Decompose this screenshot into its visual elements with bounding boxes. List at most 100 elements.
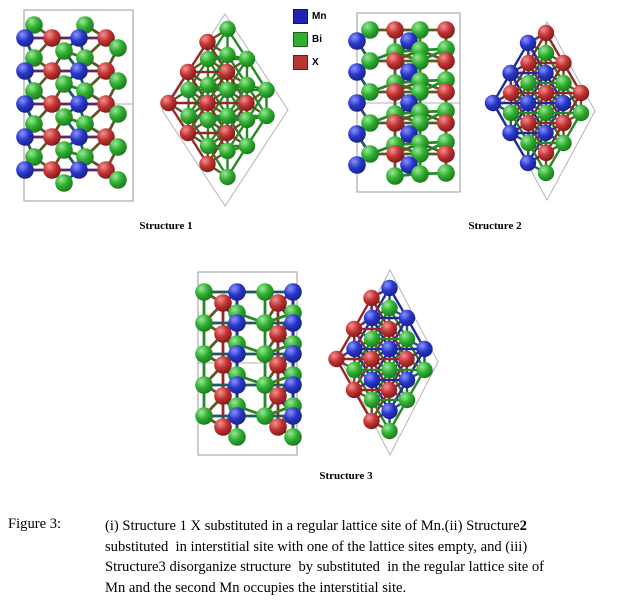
atom-R — [43, 161, 61, 179]
atom-B — [284, 283, 302, 301]
atom-R — [43, 95, 61, 113]
atom-R — [520, 54, 537, 72]
atom-G — [256, 283, 274, 301]
figure-caption: Figure 3: (i) Structure 1 X substituted … — [8, 516, 544, 598]
atom-G — [537, 104, 555, 122]
atom-G — [219, 168, 236, 186]
atom-B — [484, 94, 502, 112]
atom-G — [195, 376, 213, 394]
atom-G — [555, 134, 572, 152]
atom-G — [398, 330, 416, 348]
atom-B — [363, 371, 381, 389]
atom-R — [218, 63, 236, 81]
atom-R — [179, 124, 197, 142]
structure3-top-view — [328, 268, 439, 457]
atom-R — [160, 94, 177, 112]
atom-B — [70, 161, 88, 179]
atom-G — [361, 114, 379, 132]
atom-G — [25, 148, 43, 166]
atom-G — [25, 115, 43, 133]
atom-B — [519, 154, 537, 172]
atom-B — [70, 128, 88, 146]
legend-label-mn: Mn — [312, 10, 327, 22]
atom-G — [238, 111, 256, 129]
atom-R — [380, 320, 398, 338]
legend-label-x: X — [312, 56, 319, 68]
atom-G — [25, 82, 43, 100]
atom-R — [555, 114, 572, 132]
atom-R — [345, 320, 363, 338]
atom-G — [109, 171, 127, 189]
atom-R — [199, 155, 216, 173]
atom-G — [411, 165, 429, 183]
atom-G — [195, 345, 213, 363]
atom-G — [437, 164, 455, 182]
atom-R — [328, 350, 345, 368]
atom-B — [16, 62, 34, 80]
atom-G — [219, 46, 236, 64]
atom-G — [572, 104, 590, 122]
atom-R — [43, 62, 61, 80]
atom-G — [195, 407, 213, 425]
atom-R — [214, 418, 232, 436]
atom-R — [386, 52, 404, 70]
atom-G — [199, 76, 217, 94]
atom-B — [398, 309, 416, 327]
atom-G — [381, 422, 398, 440]
atom-G — [363, 391, 381, 409]
caption-label: Figure 3: — [8, 516, 62, 532]
atom-G — [361, 145, 379, 163]
bi-color-swatch — [293, 31, 308, 47]
atom-R — [199, 94, 216, 112]
atom-R — [437, 145, 455, 163]
atom-B — [70, 29, 88, 47]
figure-canvas-container — [16, 9, 596, 457]
atom-R — [437, 114, 455, 132]
atom-G — [256, 314, 274, 332]
caption-line: Structure3 disorganize structure by subs… — [105, 559, 545, 575]
atom-R — [386, 21, 404, 39]
atom-R — [345, 381, 363, 399]
atom-R — [537, 24, 555, 42]
atom-B — [16, 95, 34, 113]
atom-G — [219, 107, 236, 125]
atom-G — [238, 50, 256, 68]
atom-G — [199, 137, 217, 155]
atom-R — [97, 29, 115, 47]
atom-B — [348, 125, 366, 143]
atom-R — [269, 294, 287, 312]
atom-B — [70, 95, 88, 113]
caption-line: (i) Structure 1 X substituted in a regul… — [105, 518, 527, 534]
unit-cell-box — [197, 271, 298, 456]
atom-R — [555, 54, 572, 72]
atom-R — [537, 84, 555, 102]
atom-R — [218, 124, 236, 142]
atom-G — [55, 42, 73, 60]
atom-R — [199, 33, 216, 51]
atom-G — [537, 44, 555, 62]
atom-G — [381, 299, 398, 317]
atom-R — [214, 356, 232, 374]
atom-B — [381, 340, 398, 358]
atom-R — [502, 84, 520, 102]
x-color-swatch — [293, 54, 308, 70]
atom-R — [214, 325, 232, 343]
legend: Mn Bi X — [293, 8, 326, 77]
atom-B — [554, 94, 572, 112]
atom-R — [386, 145, 404, 163]
atom-B — [519, 94, 537, 112]
atom-R — [269, 325, 287, 343]
caption-text: (i) Structure 1 X substituted in a regul… — [105, 516, 544, 598]
atom-G — [381, 361, 398, 379]
atom-G — [219, 142, 236, 160]
atom-G — [361, 21, 379, 39]
atom-G — [411, 145, 429, 163]
atom-G — [416, 361, 433, 379]
atom-R — [437, 83, 455, 101]
structure1-side-view — [16, 9, 134, 202]
structure1-label: Structure 1 — [139, 220, 193, 232]
atom-R — [363, 350, 380, 368]
atom-R — [238, 94, 255, 112]
atom-G — [411, 114, 429, 132]
mn-color-swatch — [293, 8, 308, 24]
